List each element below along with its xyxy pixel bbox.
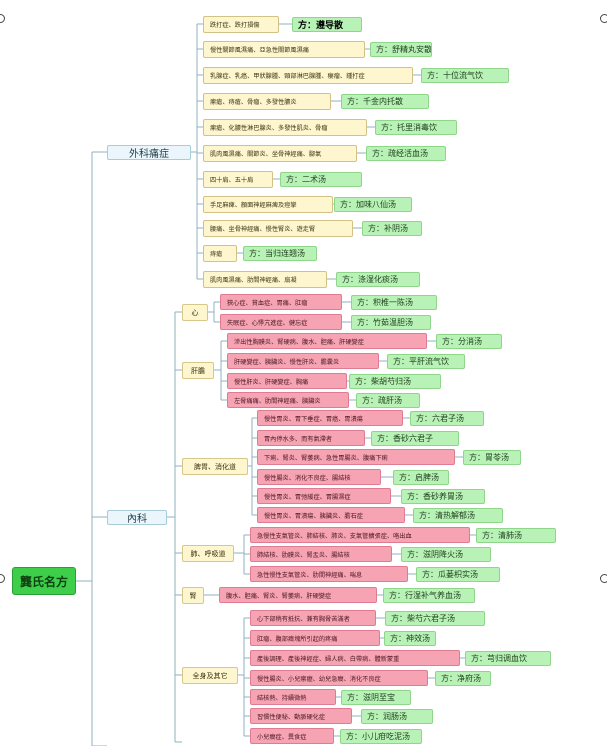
prescription-node[interactable]: 方：神效汤 <box>384 631 436 646</box>
symptom-node[interactable]: 急性慢性支氣管炎、肋間神經痛、喘息 <box>250 566 408 582</box>
edge-handle[interactable] <box>0 14 5 23</box>
symptom-node[interactable]: 慢性肝炎、肝硬變症、胸痛 <box>227 373 347 389</box>
subgroup-spleen-stomach[interactable]: 脾胃、消化道 <box>182 458 248 475</box>
prescription-node[interactable]: 方：分消汤 <box>436 334 502 349</box>
symptom-node[interactable]: 胃內停水多、而有氣滯者 <box>257 430 365 446</box>
prescription-node[interactable]: 方：柴胡芍归汤 <box>349 374 441 389</box>
prescription-node[interactable]: 方：清热解郁汤 <box>413 508 503 523</box>
prescription-node[interactable]: 方：舒精丸安散 <box>370 42 432 57</box>
symptom-node[interactable]: 失眠症、心悸亢進症、健忘症 <box>220 314 342 330</box>
symptom-node[interactable]: 下痢、腎炎、腎萎病、急性胃腸炎、腹痛下痢 <box>257 449 455 465</box>
symptom-node[interactable]: 心下部稍有抵抗、兼有胸脅苦滿者 <box>250 610 376 626</box>
root-node[interactable]: 龔氏名方 <box>12 567 76 595</box>
symptom-node[interactable]: 結核熱、持續微熱 <box>250 689 336 705</box>
prescription-node[interactable]: 方：滋阴至宝 <box>341 690 411 705</box>
prescription-node[interactable]: 方：滋阴降火汤 <box>401 547 491 562</box>
prescription-node[interactable]: 方：清肺汤 <box>476 528 556 543</box>
prescription-node[interactable]: 方：遵导散 <box>292 17 362 32</box>
symptom-node[interactable]: 滲出性胸膜炎、腎硬病、腹水、胆痛、肝硬變症 <box>227 333 427 349</box>
symptom-node[interactable]: 肺結核、肋膜炎、腎盂炎、腸結核 <box>250 546 392 562</box>
prescription-node[interactable]: 方：加味八仙汤 <box>334 197 412 212</box>
edge-handle[interactable] <box>600 14 607 23</box>
prescription-node[interactable]: 方：千金内托散 <box>341 94 429 109</box>
symptom-node[interactable]: 肛瘤、腹部癥塊所引起的疼痛 <box>250 630 380 646</box>
symptom-node[interactable]: 瘰瘡、化膿性淋巴腺炎、多發性肌炎、骨瘤 <box>203 119 367 136</box>
subgroup-whole-body-other[interactable]: 全身及其它 <box>182 667 238 684</box>
symptom-node[interactable]: 慢性胃炎、胃下垂症、胃癌、胃潰瘍 <box>257 410 403 426</box>
prescription-node[interactable]: 方：行湿补气养血汤 <box>383 588 475 603</box>
prescription-node[interactable]: 方：积椎一陈汤 <box>351 295 437 310</box>
prescription-node[interactable]: 方：十位流气饮 <box>421 68 509 83</box>
symptom-node[interactable]: 腰痛、坐骨神經痛、慢性腎炎、遊走腎 <box>203 220 353 237</box>
symptom-node[interactable]: 產後調理、產後神經症、婦人病、白帶病、體新蒙重 <box>250 650 460 666</box>
subgroup-kidney[interactable]: 腎 <box>182 587 204 604</box>
symptom-node[interactable]: 肌肉風濕痛、肋間神經痛、扇凝 <box>203 271 327 288</box>
category-internal-medicine[interactable]: 內科 <box>107 510 167 525</box>
prescription-node[interactable]: 方：托里消毒饮 <box>375 120 457 135</box>
prescription-node[interactable]: 方：柴芍六君子汤 <box>385 611 485 626</box>
subgroup-liver-gallbladder[interactable]: 肝膽 <box>182 362 214 379</box>
symptom-node[interactable]: 慢性腸炎、小兒瘰癧、幼兒急癎、消化不良症 <box>250 670 428 686</box>
symptom-node[interactable]: 痔瘡 <box>203 245 237 262</box>
prescription-node[interactable]: 方：二术汤 <box>280 172 362 187</box>
prescription-node[interactable]: 方：疏肝汤 <box>356 393 420 408</box>
symptom-node[interactable]: 慢性腸炎、消化不良症、腸結核 <box>257 469 381 485</box>
prescription-node[interactable]: 方：瓜蒌枳实汤 <box>416 567 500 582</box>
symptom-node[interactable]: 瘰瘡、痔瘡、骨瘤、多發性膿炎 <box>203 93 331 110</box>
prescription-node[interactable]: 方：竹茹温胆汤 <box>351 315 431 330</box>
symptom-node[interactable]: 乳腺症、乳癌、甲狀腺腫、頸部淋巴腺腫、癭瘤、鍾打症 <box>203 67 413 84</box>
symptom-node[interactable]: 習慣性便秘、動脈硬化症 <box>250 708 352 724</box>
prescription-node[interactable]: 方：六君子汤 <box>410 411 484 426</box>
prescription-node[interactable]: 方：香砂六君子 <box>371 431 459 446</box>
symptom-node[interactable]: 肝硬變症、胰臟炎、慢性肝炎、膽囊炎 <box>227 353 379 369</box>
prescription-node[interactable]: 方：芎归调血饮 <box>465 651 551 666</box>
symptom-node[interactable]: 腹水、胆痛、腎炎、腎萎病、肝硬變症 <box>219 587 377 603</box>
symptom-node[interactable]: 急慢性支氣管炎、肺結核、肺炎、支氣管擴張症、咯出血 <box>250 527 470 543</box>
symptom-node[interactable]: 慢性胃炎、胃弛緩症、胃腸濕症 <box>257 488 391 504</box>
prescription-node[interactable]: 方：润肠汤 <box>361 709 433 724</box>
edge-handle[interactable] <box>0 574 5 583</box>
edge-handle[interactable] <box>600 574 607 583</box>
prescription-node[interactable]: 方：平肝流气饮 <box>387 354 465 369</box>
prescription-node[interactable]: 方：小儿疳吃泥汤 <box>340 729 422 744</box>
symptom-node[interactable]: 手足麻痺、顏面神經麻痺及痙攣 <box>203 196 333 213</box>
symptom-node[interactable]: 跌打症、跌打損傷 <box>203 16 279 33</box>
prescription-node[interactable]: 方：疏经活血汤 <box>366 146 446 161</box>
symptom-node[interactable]: 四十肩、五十肩 <box>203 171 273 188</box>
symptom-node[interactable]: 肌肉風濕痛、關節炎、坐骨神經痛、腳氣 <box>203 145 357 162</box>
symptom-node[interactable]: 狹心症、貧血症、胃痛、肛瘤 <box>220 294 342 310</box>
subgroup-heart[interactable]: 心 <box>182 304 208 321</box>
prescription-node[interactable]: 方：补阴汤 <box>362 221 422 236</box>
category-external-pain[interactable]: 外科痛症 <box>107 145 191 160</box>
symptom-node[interactable]: 慢性胃炎、胃潰瘍、胰臟炎、膽石症 <box>257 507 405 523</box>
prescription-node[interactable]: 方：香砂养胃汤 <box>401 489 485 504</box>
symptom-node[interactable]: 慢性關節風濕痛、亞急性關節風濕痛 <box>203 41 365 58</box>
prescription-node[interactable]: 方：净府汤 <box>435 671 491 686</box>
prescription-node[interactable]: 方：涤湿化痰汤 <box>336 272 420 287</box>
symptom-node[interactable]: 小兒癎症、異食症 <box>250 728 334 744</box>
prescription-node[interactable]: 方：胃苓汤 <box>463 450 521 465</box>
prescription-node[interactable]: 方：启脾汤 <box>393 470 449 485</box>
symptom-node[interactable]: 左脅痛痛、肋間神經痛、胰臟炎 <box>227 392 349 408</box>
subgroup-lung-respiratory[interactable]: 肺、呼吸道 <box>182 545 234 562</box>
prescription-node[interactable]: 方：当归连翘汤 <box>243 246 317 261</box>
